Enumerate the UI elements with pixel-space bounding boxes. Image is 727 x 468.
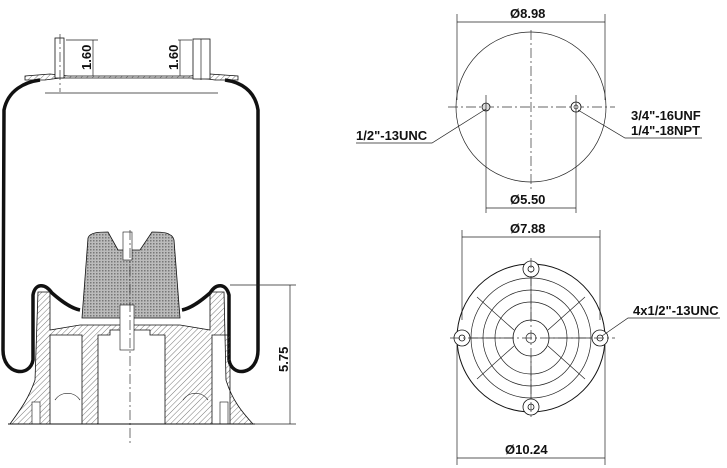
dim-left-stud: 1.60 [79,45,94,70]
dim-bottom-outer: Ø10.24 [505,442,548,457]
side-view: 1.60 1.60 5.75 [1,34,296,445]
top-view: Ø8.98 Ø5.50 1/2"-13UNC 3/4"-16UNF 1/4"-1… [356,6,702,213]
dim-height: 5.75 [276,347,291,372]
label-right-hole-2: 1/4"-18NPT [631,123,700,138]
label-bottom-holes: 4x1/2"-13UNC [633,303,719,318]
dim-bolt-circle: Ø5.50 [510,192,545,207]
label-left-hole: 1/2"-13UNC [356,128,428,143]
label-right-hole-1: 3/4"-16UNF [631,108,701,123]
left-stud [54,37,65,79]
bumper [81,231,181,319]
top-plate [24,73,239,81]
bottom-view: Ø7.88 4x1/2"-13UNC Ø10.24 [450,221,720,465]
mounting-holes [453,260,609,416]
dim-bottom-inner: Ø7.88 [510,221,545,236]
dim-right-stud: 1.60 [166,45,181,70]
piston [9,291,254,425]
dim-top-outer: Ø8.98 [510,6,545,21]
right-stud [192,38,211,80]
